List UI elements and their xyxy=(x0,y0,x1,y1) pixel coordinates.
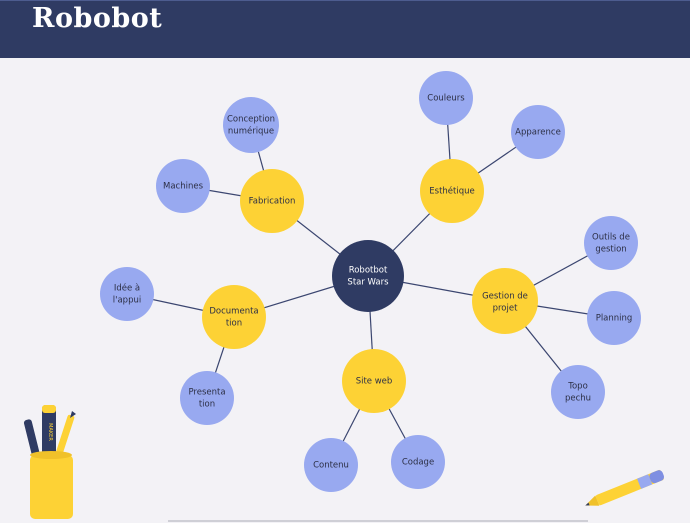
leaf-label-idee-1: Idée à xyxy=(114,283,140,294)
branch-node-siteweb: Site web xyxy=(342,349,406,413)
branch-node-fabrication: Fabrication xyxy=(240,169,304,233)
center-node: Robotbot Star Wars xyxy=(332,240,404,312)
center-label-line-1: Robotbot xyxy=(349,266,388,276)
branch-node-gestion: Gestion de projet xyxy=(472,268,538,334)
leaf-node-outils: Outils de gestion xyxy=(584,216,638,270)
branch-label-esthetique: Esthétique xyxy=(429,186,474,197)
leaf-label-outils-1: Outils de xyxy=(592,233,630,243)
leaf-node-machines: Machines xyxy=(156,159,210,213)
leaf-node-contenu: Contenu xyxy=(304,438,358,492)
leaf-node-idee: Idée à l'appui xyxy=(100,267,154,321)
leaf-label-planning: Planning xyxy=(596,314,633,324)
leaf-node-apparence: Apparence xyxy=(511,105,565,159)
center-label-line-2: Star Wars xyxy=(347,278,389,288)
leaf-label-couleurs: Couleurs xyxy=(427,94,465,104)
bottom-divider xyxy=(168,520,588,522)
leaf-node-presentation: Presenta tion xyxy=(180,371,234,425)
leaf-label-presentation-2: tion xyxy=(199,400,215,410)
leaf-node-couleurs: Couleurs xyxy=(419,71,473,125)
leaf-label-idee-2: l'appui xyxy=(113,296,141,306)
leaf-label-presentation-1: Presenta xyxy=(188,388,225,398)
page-title: Robobot xyxy=(32,3,163,34)
branch-node-documentation: Documenta tion xyxy=(202,285,266,349)
pen-cup-icon: MAKER xyxy=(23,405,76,519)
leaf-label-outils-2: gestion xyxy=(595,245,626,255)
branch-label-fabrication: Fabrication xyxy=(249,197,296,207)
branch-node-esthetique: Esthétique xyxy=(420,159,484,223)
leaf-label-machines: Machines xyxy=(163,182,204,192)
branch-label-gestion-2: projet xyxy=(493,304,518,314)
leaf-label-topo-2: pechu xyxy=(565,394,591,404)
leaf-label-conception-1: Conception xyxy=(227,115,275,125)
branch-label-siteweb: Site web xyxy=(356,377,393,387)
leaf-node-topo: Topo pechu xyxy=(551,365,605,419)
pencil-icon xyxy=(585,469,665,506)
branch-label-gestion-1: Gestion de xyxy=(482,292,528,302)
leaf-node-conception: Conception numérique xyxy=(223,97,279,153)
leaf-node-codage: Codage xyxy=(391,435,445,489)
leaf-label-apparence: Apparence xyxy=(515,128,561,138)
leaf-node-planning: Planning xyxy=(587,291,641,345)
leaf-label-codage: Codage xyxy=(402,458,434,468)
cup-marker-text: MAKER xyxy=(47,423,53,441)
branch-label-documentation-2: tion xyxy=(226,319,242,329)
header-bar: Robobot xyxy=(0,0,690,58)
leaf-label-topo-1: Topo xyxy=(567,382,588,392)
branch-label-documentation-1: Documenta xyxy=(209,307,258,317)
leaf-label-conception-2: numérique xyxy=(228,126,274,137)
leaf-label-contenu: Contenu xyxy=(313,461,349,471)
